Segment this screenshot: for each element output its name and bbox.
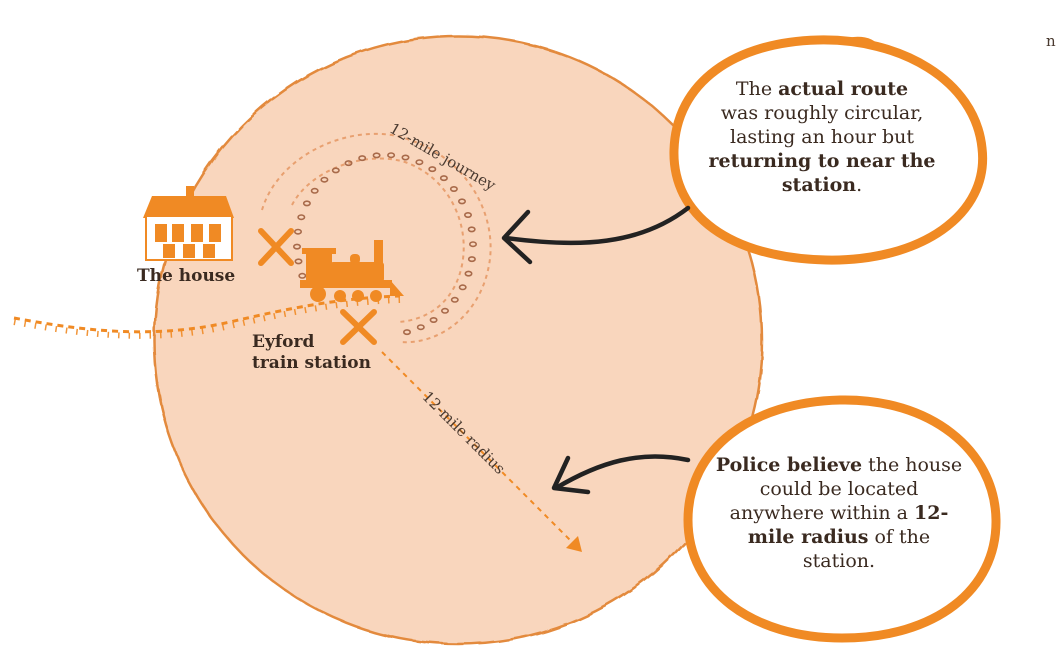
callout-top-part1: The: [735, 78, 779, 100]
arrow-top: [503, 205, 691, 246]
station-label-line1: Eyford: [252, 332, 315, 352]
footprint-mark: [358, 155, 367, 162]
house-window: [183, 244, 195, 258]
footprint-mark: [293, 228, 302, 235]
callout-top-bubble-tail: [849, 36, 877, 47]
house-window: [203, 244, 215, 258]
footprint-mark: [310, 187, 319, 194]
search-area-circle: [152, 34, 764, 646]
footprint-mark: [439, 175, 448, 182]
train-dome: [350, 254, 360, 264]
station-label: Eyford train station: [252, 332, 371, 374]
train-wheel: [310, 286, 326, 302]
callout-top-part2: was roughly circular, lasting an hour bu…: [720, 102, 924, 148]
radius-line: [381, 351, 571, 541]
train-chimney: [374, 240, 383, 264]
footprint-mark: [428, 166, 437, 173]
train-cab: [306, 252, 332, 280]
footprint-mark: [320, 176, 329, 183]
house-label: The house: [137, 266, 236, 286]
callout-top-bubble: [669, 35, 988, 265]
footprint-mark: [468, 241, 477, 248]
footprint-mark: [463, 212, 472, 219]
journey-route: [261, 132, 492, 344]
footprint-mark: [297, 214, 306, 221]
footprint-mark: [467, 226, 476, 233]
footprint-mark: [344, 160, 353, 167]
house-chimney: [186, 186, 194, 198]
arrow-top-head: [501, 209, 533, 265]
train-cowcatcher: [390, 280, 404, 296]
house-window: [209, 224, 221, 242]
train-cab-roof: [302, 248, 336, 254]
train-wheel: [334, 290, 346, 302]
train-icon: [300, 240, 404, 302]
footprint-mark: [458, 284, 467, 291]
footprint-mark: [415, 159, 424, 166]
train-boiler: [330, 262, 384, 282]
footprint-mark: [440, 307, 449, 314]
footprint-mark: [449, 186, 458, 193]
footprint-mark: [416, 324, 425, 331]
footprint-mark: [302, 200, 311, 207]
callout-top-bold2: returning to near the station: [708, 150, 936, 196]
house-roof: [143, 196, 234, 218]
arrow-bottom-head: [551, 455, 591, 495]
footprint-mark: [450, 296, 459, 303]
callout-bottom-part2: of the station.: [802, 526, 931, 572]
callout-bottom-bold2: 12-mile radius: [747, 502, 949, 548]
footprint-mark: [387, 152, 396, 159]
train-wheel: [370, 290, 382, 302]
house-illustration: [143, 186, 234, 261]
footprint-mark: [457, 198, 466, 205]
house-window: [191, 224, 203, 242]
callout-bottom-bold1: Police believe: [715, 454, 863, 476]
callout-top-part3: .: [856, 174, 863, 196]
callout-bottom-part1: the house could be located anywhere with…: [729, 454, 963, 524]
edge-text-fragment: n: [1046, 32, 1056, 50]
footprint-mark: [298, 272, 307, 279]
footprint-mark: [464, 270, 473, 277]
journey-outer-path: [261, 132, 492, 344]
footprint-mark: [401, 154, 410, 161]
footprint-mark: [294, 258, 303, 265]
house-x-marker: [258, 228, 294, 266]
station-x-marker: [340, 309, 377, 345]
callout-top-bold1: actual route: [778, 78, 909, 100]
journey-footprints: [292, 152, 477, 336]
house-window: [172, 224, 184, 242]
callout-bottom-text: Police believe the house could be locate…: [712, 453, 966, 573]
footprint-mark: [331, 167, 340, 174]
journey-inner-path: [291, 157, 465, 323]
railway-line: [13, 294, 401, 334]
station-label-line2: train station: [252, 353, 372, 373]
train-wheel: [352, 290, 364, 302]
train-chassis: [300, 280, 392, 288]
footprint-mark: [292, 243, 301, 250]
radius-arrowhead: [566, 536, 582, 552]
arrow-bottom: [553, 454, 691, 491]
footprint-mark: [467, 256, 476, 263]
house-window: [155, 224, 167, 242]
footprint-mark: [402, 329, 411, 336]
callout-top-text: The actual route was roughly circular, l…: [703, 77, 941, 197]
callout-bottom-bubble: [683, 395, 1001, 643]
footprint-mark: [429, 316, 438, 323]
footprint-mark: [372, 152, 381, 159]
house-window: [163, 244, 175, 258]
